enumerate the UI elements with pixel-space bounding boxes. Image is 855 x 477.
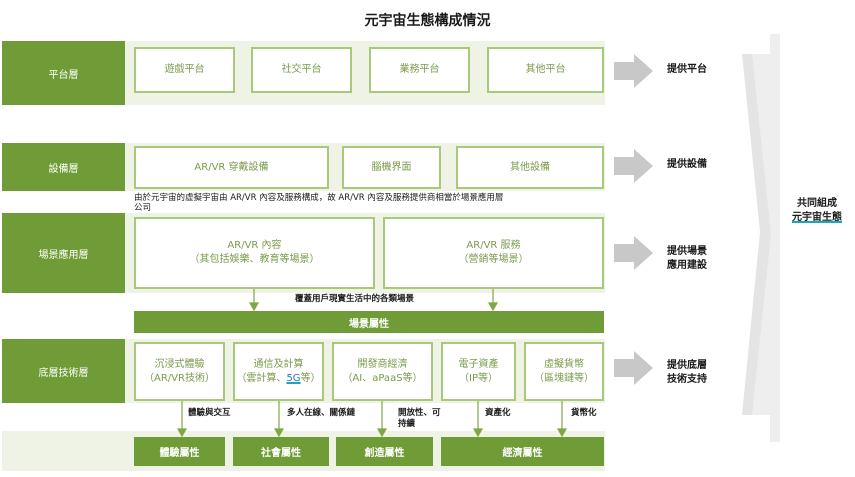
arrow-right-icon [614, 236, 653, 270]
edge-label-social: 多人在線、關係鏈 [287, 408, 356, 418]
node-social-platform: 社交平台 [251, 47, 352, 93]
node-communication-computing: 通信及計算 （雲計算、5G等） [233, 342, 324, 401]
scene-caption: 覆蓋用戶現實生活中的各類場景 [295, 294, 415, 304]
node-arvr-wearable: AR/VR 穿戴設備 [134, 146, 329, 189]
arrow-right-icon [614, 54, 653, 88]
scene-attribute-bar: 場景屬性 [134, 311, 604, 333]
outcome-device: 提供設備 [667, 159, 707, 170]
device-note: 由於元宇宙的虛擬宇宙由 AR/VR 內容及服務構成，故 AR/VR 內容及服務提… [134, 193, 504, 213]
node-brain-computer-interface: 腦機界面 [342, 146, 441, 189]
outcome-platform: 提供平台 [667, 64, 707, 75]
node-other-device: 其他設備 [456, 146, 604, 189]
arrow-right-icon [614, 351, 653, 385]
node-other-platform: 其他平台 [487, 47, 604, 93]
layer-label-device: 設備層 [2, 143, 125, 191]
attribute-creation: 創造屬性 [336, 437, 433, 466]
node-developer-economy: 開發商經濟 （AI、aPaaS等） [332, 342, 433, 401]
edge-label-openness: 開放性、可 持續 [398, 408, 441, 429]
attribute-social: 社會屬性 [233, 437, 329, 466]
node-immersive-experience: 沉浸式體驗 （AR/VR技術） [134, 342, 225, 401]
node-game-platform: 遊戲平台 [134, 47, 235, 93]
layer-label-scene: 場景應用層 [2, 213, 125, 293]
attribute-economic: 經濟屬性 [441, 437, 604, 466]
node-digital-asset: 電子資產 （IP等） [441, 342, 516, 401]
edge-label-assetization: 資產化 [485, 408, 511, 418]
edge-label-experience: 體驗與交互 [188, 408, 231, 418]
node-virtual-currency: 虛擬貨幣 （區塊鏈等） [524, 342, 604, 401]
layer-label-tech: 底層技術層 [2, 339, 125, 403]
node-arvr-service: AR/VR 服務 （營銷等場景） [383, 217, 604, 289]
diagram-title: 元宇宙生態構成情況 [364, 13, 491, 29]
layer-label-platform: 平台層 [2, 41, 125, 105]
node-arvr-content: AR/VR 內容 （其包括娛樂、教育等場景） [134, 217, 375, 289]
outcome-scene: 提供場景 應用建設 [667, 246, 707, 271]
attribute-experience: 體驗屬性 [134, 437, 225, 466]
node-business-platform: 業務平台 [369, 47, 470, 93]
outcome-tech: 提供底層 技術支持 [667, 360, 707, 385]
edge-label-monetization: 貨幣化 [571, 408, 597, 418]
arrow-right-icon [614, 149, 653, 183]
summary-text: 共同組成 元宇宙生態 [792, 198, 842, 223]
